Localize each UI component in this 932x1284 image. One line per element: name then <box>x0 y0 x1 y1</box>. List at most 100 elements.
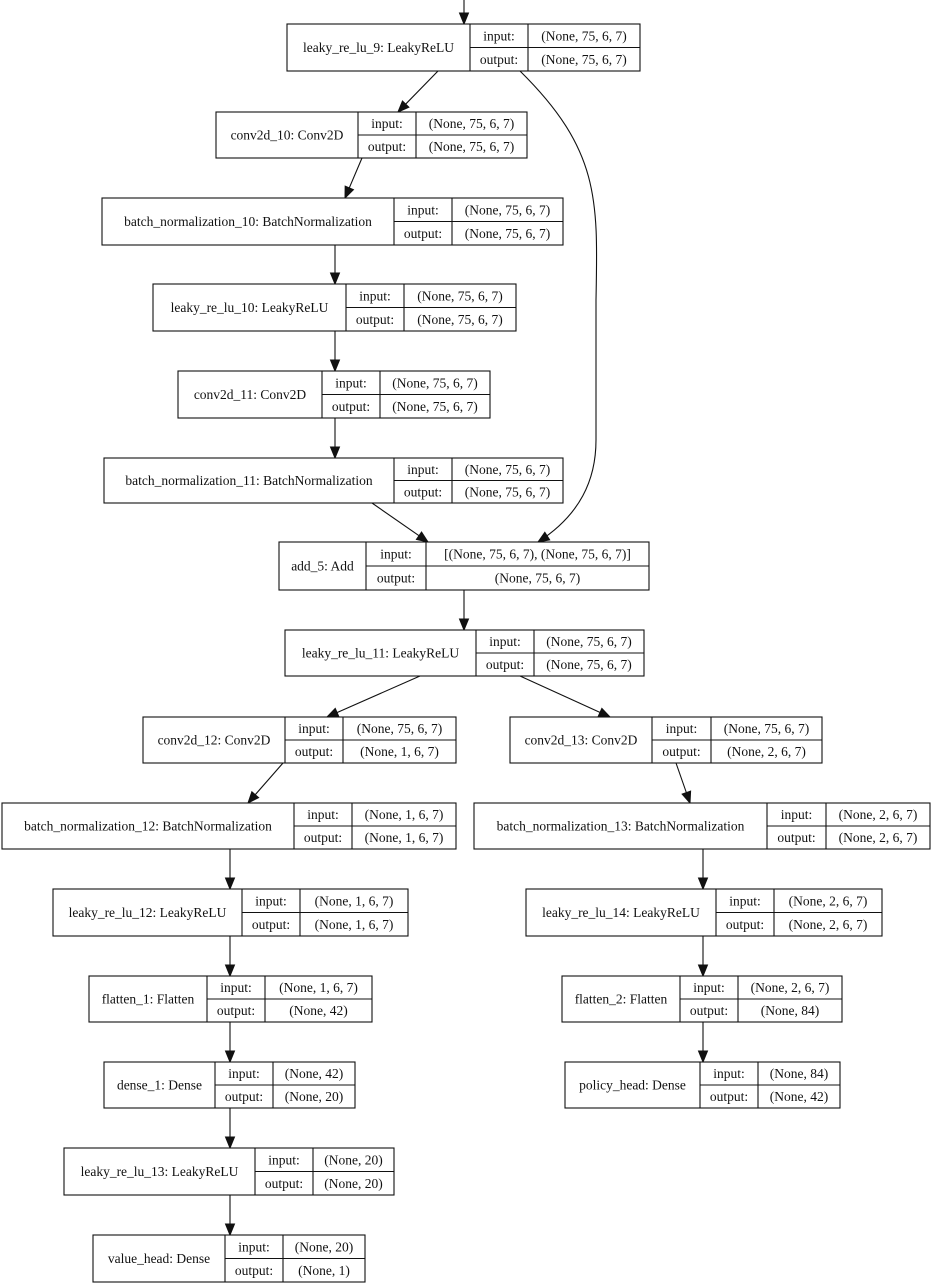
input-label: input: <box>298 721 330 736</box>
layer-name: batch_normalization_12: BatchNormalizati… <box>24 819 272 834</box>
layer-node-batch-normalization-12: batch_normalization_12: BatchNormalizati… <box>1 802 457 850</box>
output-label: output: <box>480 52 518 67</box>
edge-line <box>519 70 598 543</box>
input-shape: (None, 75, 6, 7) <box>357 721 442 736</box>
output-label: output: <box>662 744 700 759</box>
input-label: input: <box>307 807 339 822</box>
layer-node-batch-normalization-11: batch_normalization_11: BatchNormalizati… <box>103 457 564 504</box>
output-shape: (None, 1, 6, 7) <box>315 917 394 932</box>
input-label: input: <box>238 1239 270 1254</box>
edge-line <box>519 675 603 714</box>
input-shape: (None, 75, 6, 7) <box>465 462 550 477</box>
output-label: output: <box>265 1176 303 1191</box>
edge-batch-normalization-11-to-add-5 <box>371 502 430 543</box>
arrowhead <box>224 1223 236 1237</box>
edge-line <box>253 762 284 797</box>
edge-leaky-re-lu-11-to-conv2d-13 <box>519 675 612 718</box>
output-label: output: <box>235 1263 273 1278</box>
edge-conv2d-12-to-batch-normalization-12 <box>247 762 284 804</box>
input-label: input: <box>371 116 403 131</box>
output-label: output: <box>404 484 442 499</box>
node-layer: leaky_re_lu_9: LeakyReLU input: output: (No… <box>1 23 931 1283</box>
layer-name: add_5: Add <box>291 559 354 574</box>
layer-node-leaky-re-lu-9: leaky_re_lu_9: LeakyReLU input: output: (No… <box>286 23 641 72</box>
input-label: input: <box>407 202 439 217</box>
output-label: output: <box>486 657 524 672</box>
output-shape: (None, 1, 6, 7) <box>360 744 439 759</box>
output-label: output: <box>295 744 333 759</box>
input-shape: (None, 75, 6, 7) <box>392 375 477 390</box>
input-shape: (None, 20) <box>324 1152 382 1167</box>
arrowhead <box>697 964 709 978</box>
arrowhead <box>344 185 355 200</box>
arrowhead <box>325 707 340 718</box>
edge-leaky-re-lu-10-to-conv2d-11 <box>329 331 341 373</box>
arrowhead <box>247 790 260 804</box>
layer-node-leaky-re-lu-13: leaky_re_lu_13: LeakyReLUinput:output:(N… <box>63 1147 395 1196</box>
input-label: input: <box>407 462 439 477</box>
input-shape: (None, 75, 6, 7) <box>541 28 626 43</box>
output-shape: (None, 20) <box>324 1176 382 1191</box>
output-shape: (None, 2, 6, 7) <box>839 830 918 845</box>
input-label: input: <box>335 375 367 390</box>
layer-node-leaky-re-lu-14: leaky_re_lu_14: LeakyReLUinput:output:(N… <box>525 888 883 937</box>
input-label: input: <box>483 28 515 43</box>
arrowhead <box>224 1136 236 1150</box>
input-label: input: <box>729 893 761 908</box>
layer-node-leaky-re-lu-10: leaky_re_lu_10: LeakyReLUinput:output:(N… <box>152 283 517 332</box>
output-shape: (None, 75, 6, 7) <box>541 52 626 67</box>
edge-leaky-re-lu-14-to-flatten-2 <box>697 936 709 978</box>
output-shape: (None, 42) <box>289 1003 347 1018</box>
layer-node-leaky-re-lu-11: leaky_re_lu_11: LeakyReLUinput:output:(N… <box>284 629 645 677</box>
edge-batch-normalization-13-to-leaky-re-lu-14 <box>697 849 709 891</box>
edge-line <box>403 70 439 106</box>
output-label: output: <box>710 1089 748 1104</box>
arrowhead <box>697 877 709 891</box>
input-shape: (None, 84) <box>770 1066 828 1081</box>
edge-conv2d-13-to-batch-normalization-13 <box>675 762 692 805</box>
input-shape: (None, 2, 6, 7) <box>751 980 830 995</box>
input-shape: (None, 2, 6, 7) <box>789 893 868 908</box>
layer-node-batch-normalization-13: batch_normalization_13: BatchNormalizati… <box>473 802 931 850</box>
output-label: output: <box>726 917 764 932</box>
edge-line <box>675 762 688 795</box>
layer-name: conv2d_10: Conv2D <box>231 128 344 143</box>
output-shape: (None, 75, 6, 7) <box>495 571 580 586</box>
layer-node-batch-normalization-10: batch_normalization_10: BatchNormalizati… <box>101 197 564 246</box>
arrowhead <box>329 446 341 460</box>
input-shape: (None, 1, 6, 7) <box>315 893 394 908</box>
output-shape: (None, 2, 6, 7) <box>789 917 868 932</box>
arrowhead <box>224 964 236 978</box>
output-shape: (None, 20) <box>285 1089 343 1104</box>
edge-conv2d-11-to-batch-normalization-11 <box>329 418 341 460</box>
edge-dense-1-to-leaky-re-lu-13 <box>224 1108 236 1150</box>
layer-name: conv2d_13: Conv2D <box>525 733 638 748</box>
input-label: input: <box>781 807 813 822</box>
input-label: input: <box>268 1152 300 1167</box>
edge-leaky-re-lu-9-to-conv2d-10 <box>397 70 439 113</box>
arrowhead <box>415 531 430 543</box>
input-label: input: <box>359 288 391 303</box>
edge-batch-normalization-10-to-leaky-re-lu-10 <box>329 245 341 286</box>
input-shape: (None, 2, 6, 7) <box>839 807 918 822</box>
output-shape: (None, 2, 6, 7) <box>727 744 806 759</box>
output-shape: (None, 75, 6, 7) <box>429 139 514 154</box>
output-label: output: <box>356 312 394 327</box>
edge-line <box>348 157 363 190</box>
layer-name: policy_head: Dense <box>579 1078 686 1093</box>
output-shape: (None, 75, 6, 7) <box>546 657 631 672</box>
output-label: output: <box>690 1003 728 1018</box>
output-label: output: <box>304 830 342 845</box>
layer-name: leaky_re_lu_9: LeakyReLU <box>303 40 454 55</box>
layer-node-box <box>564 1061 841 1109</box>
input-shape: (None, 75, 6, 7) <box>417 288 502 303</box>
input-shape: (None, 42) <box>285 1066 343 1081</box>
input-label: input: <box>380 547 412 562</box>
